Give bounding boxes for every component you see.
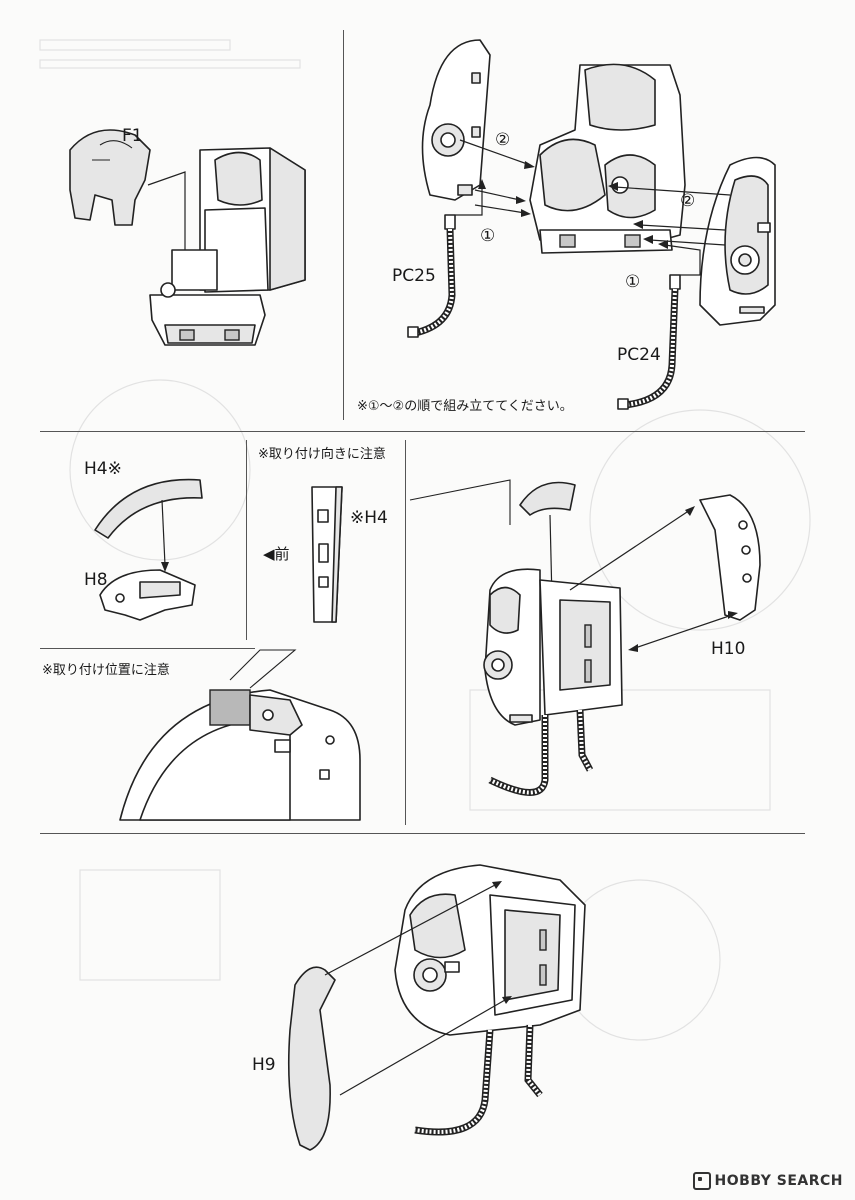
hobby-search-logo-icon <box>692 1172 711 1190</box>
label-front: 前 <box>274 545 290 563</box>
h4-side-view-drawing <box>311 486 343 623</box>
h4-part-drawing <box>94 478 203 539</box>
h9-part-drawing <box>287 966 336 1151</box>
label-h9: H9 <box>252 1055 276 1075</box>
right-cover-drawing <box>699 156 776 326</box>
label-h4-side: ※H4 <box>350 508 388 528</box>
left-cover-drawing <box>421 39 491 201</box>
left-arrow-icon: ◀ <box>263 545 275 563</box>
label-h4-mark: H4※ <box>84 459 122 479</box>
note-assembly-order: ※①～②の順で組み立ててください。 <box>357 399 573 414</box>
panel3-illustration <box>94 478 203 621</box>
panel6-illustration <box>409 479 761 796</box>
watermark-text: HOBBY SEARCH <box>714 1173 843 1189</box>
divider-horizontal-2 <box>40 833 805 834</box>
divider-vertical-mid-left <box>246 440 247 640</box>
panel1-illustration <box>69 129 306 346</box>
head-tubes-drawing <box>488 709 594 796</box>
label-h8: H8 <box>84 570 108 590</box>
pc25-tube-drawing <box>407 214 456 338</box>
step-marker-1-left: ① <box>480 226 496 246</box>
panel5-illustration <box>119 649 361 821</box>
center-assembly-drawing <box>529 63 686 254</box>
note-position: ※取り付け位置に注意 <box>42 663 170 678</box>
pc24-tube-drawing <box>617 274 681 410</box>
chassis-drawing <box>149 147 306 346</box>
divider-vertical-top <box>343 30 344 420</box>
note-orientation: ※取り付け向きに注意 <box>258 447 386 462</box>
head-assembly-drawing <box>483 568 623 726</box>
label-pc25: PC25 <box>392 266 436 286</box>
panel4-illustration <box>311 486 343 623</box>
front-direction-arrow: ◀前 <box>263 547 290 562</box>
final-tubes-drawing <box>414 1024 543 1136</box>
panel2-illustration <box>407 39 776 410</box>
h10-part-drawing <box>699 494 761 621</box>
h8-part-drawing <box>99 569 196 621</box>
step-marker-2-right: ② <box>680 191 696 211</box>
divider-horizontal-1 <box>40 431 805 432</box>
label-pc24: PC24 <box>617 345 661 365</box>
f1-part-drawing <box>69 129 151 226</box>
panel7-illustration <box>287 864 586 1151</box>
step-marker-2-left: ② <box>495 130 511 150</box>
label-h10: H10 <box>711 639 746 659</box>
detail-zoom-drawing <box>119 689 361 821</box>
h4-small-part-drawing <box>519 481 576 516</box>
final-assembly-drawing <box>394 864 586 1036</box>
label-f1: F1 <box>122 126 143 146</box>
divider-vertical-mid-right <box>405 440 406 825</box>
step-marker-1-right: ① <box>625 272 641 292</box>
divider-horizontal-mid <box>40 648 255 649</box>
watermark: HOBBY SEARCH <box>692 1172 843 1190</box>
